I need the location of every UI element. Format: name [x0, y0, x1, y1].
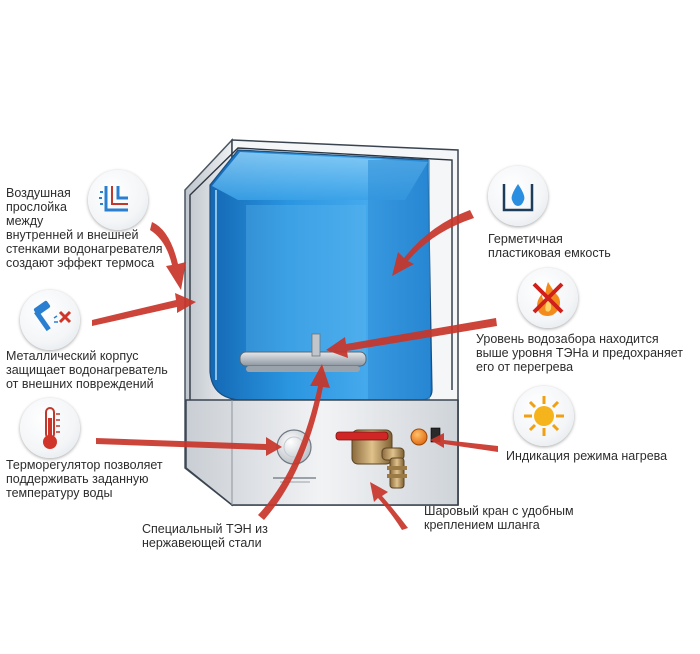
- label-thermostat: Терморегулятор позволяет поддерживать за…: [6, 458, 163, 500]
- no-fire-icon: [532, 282, 564, 316]
- label-ball-valve: Шаровый кран с удобным креплением шланга: [424, 504, 574, 532]
- arrow-air-gap: [150, 222, 186, 290]
- arrow-heating-element: [258, 364, 330, 520]
- arrow-sealed-tank: [392, 210, 474, 276]
- arrow-intake-level: [326, 318, 497, 358]
- arrow-thermostat: [96, 437, 282, 456]
- thermostat-badge: [20, 398, 80, 458]
- label-heat-indicator: Индикация режима нагрева: [506, 449, 668, 463]
- water-drop-container-icon: [502, 184, 534, 212]
- insulation-layers-icon: [99, 186, 128, 212]
- sealed-tank-badge: [488, 166, 548, 226]
- arrow-heat-indicator: [430, 433, 498, 452]
- callout-arrows: [92, 210, 498, 530]
- heat-indicator-lamp: [410, 428, 428, 446]
- label-sealed-tank: Герметичная пластиковая емкость: [488, 232, 611, 260]
- arrow-metal-body: [92, 293, 196, 326]
- heat-indicator-badge: [514, 386, 574, 446]
- thermometer-icon: [43, 407, 60, 449]
- hammer-impact-icon: [33, 300, 72, 332]
- air-gap-badge: [88, 170, 148, 230]
- sun-icon: [524, 396, 564, 436]
- label-heating-element: Специальный ТЭН из нержавеющей стали: [142, 522, 268, 550]
- label-air-gap: Воздушная прослойка между внутренней и в…: [6, 186, 163, 270]
- label-intake-level: Уровень водозабора находится выше уровня…: [476, 332, 683, 374]
- heater-base: [185, 399, 459, 506]
- intake-level-badge: [518, 268, 578, 328]
- metal-body-badge: [20, 290, 80, 350]
- arrow-ball-valve: [370, 482, 408, 530]
- label-metal-body: Металлический корпус защищает водонагрев…: [6, 349, 168, 391]
